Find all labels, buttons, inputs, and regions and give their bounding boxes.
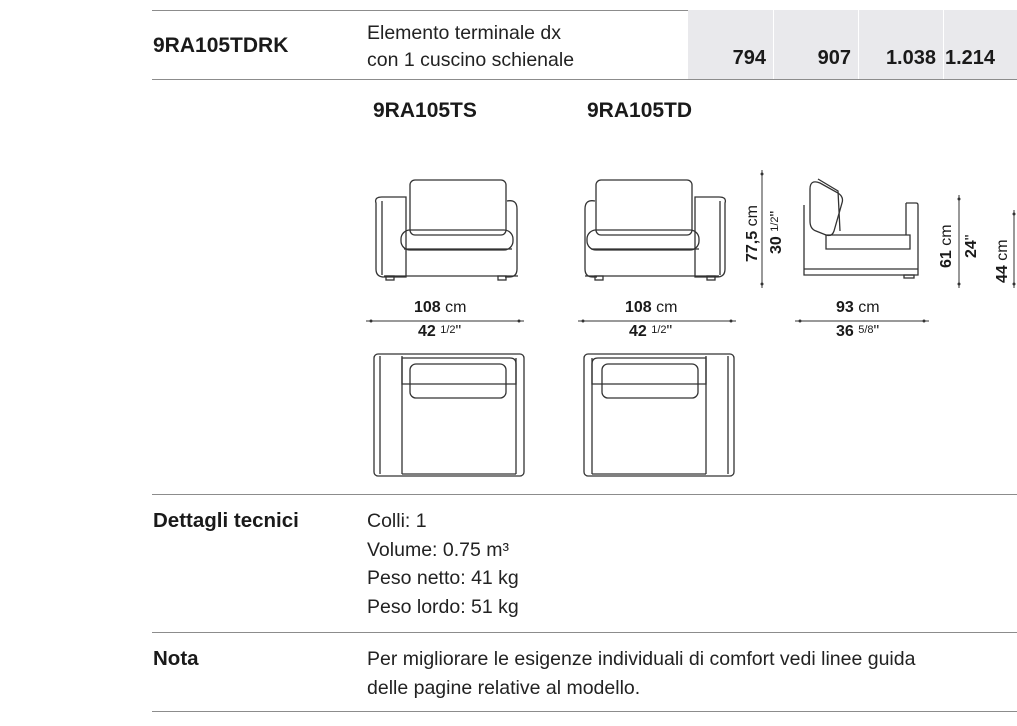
price-cell: 794: [732, 47, 766, 69]
dimension-line-depth: [795, 319, 929, 323]
technical-line: Peso netto: 41 kg: [367, 567, 519, 589]
top-rule: [152, 10, 1017, 11]
dimension-line-arm-height: [957, 195, 961, 288]
row-rule: [152, 79, 1017, 80]
product-description-line2: con 1 cuscino schienale: [367, 49, 575, 71]
note-line: Per migliorare le esigenze individuali d…: [367, 648, 916, 670]
dimension-line-right: [578, 319, 736, 323]
armchair-front-left-drawing: [374, 179, 518, 281]
width-label-right-in: 42 1/2": [629, 323, 673, 340]
technical-rule: [152, 632, 1017, 633]
price-separator: [943, 10, 944, 79]
width-label-left-cm: 108 cm: [414, 299, 467, 316]
price-cell: 1.038: [885, 47, 936, 69]
armchair-top-right-drawing: [583, 353, 735, 477]
dimension-line-height: [760, 170, 764, 288]
note-line: delle pagine relative al modello.: [367, 676, 641, 699]
dimension-line-left: [366, 319, 524, 323]
depth-label-in: 36 5/8": [836, 323, 880, 340]
price-cells-bg: [688, 10, 1017, 79]
width-label-right-cm: 108 cm: [625, 299, 678, 316]
price-separator: [858, 10, 859, 79]
drawings-rule: [152, 494, 1017, 495]
height-label-in: 30 1/2": [768, 210, 785, 254]
product-description-line1: Elemento terminale dx: [367, 22, 562, 44]
armchair-front-right-drawing: [584, 179, 727, 281]
note-text: Per migliorare le esigenze individuali d…: [367, 645, 915, 702]
seat-height-label-cm: 44 cm: [994, 239, 1011, 283]
product-code: 9RA105TDRK: [153, 34, 289, 57]
variant-label-left: 9RA105TS: [373, 99, 477, 122]
armchair-top-left-drawing: [373, 353, 525, 477]
variant-label-right: 9RA105TD: [587, 99, 693, 122]
price-cell: 1.214: [945, 47, 996, 69]
arm-height-label-cm: 61 cm: [938, 224, 955, 268]
price-separator: [773, 10, 774, 79]
technical-details-label: Dettagli tecnici: [153, 509, 299, 532]
price-cell: 907: [817, 47, 851, 69]
technical-line: Colli: 1: [367, 510, 427, 532]
depth-label-cm: 93 cm: [836, 299, 880, 316]
height-label-cm: 77,5 cm: [744, 205, 761, 262]
armchair-side-drawing: [803, 178, 919, 279]
arm-height-label-in: 24": [963, 234, 980, 258]
width-label-left-in: 42 1/2": [418, 323, 462, 340]
bottom-rule: [152, 711, 1017, 712]
technical-line: Volume: 0.75 m³: [367, 538, 509, 561]
technical-details-list: Colli: 1 Volume: 0.75 m³ Peso netto: 41 …: [367, 507, 519, 621]
technical-line: Peso lordo: 51 kg: [367, 595, 519, 618]
dimension-line-seat-height: [1012, 210, 1016, 288]
note-label: Nota: [153, 647, 199, 670]
